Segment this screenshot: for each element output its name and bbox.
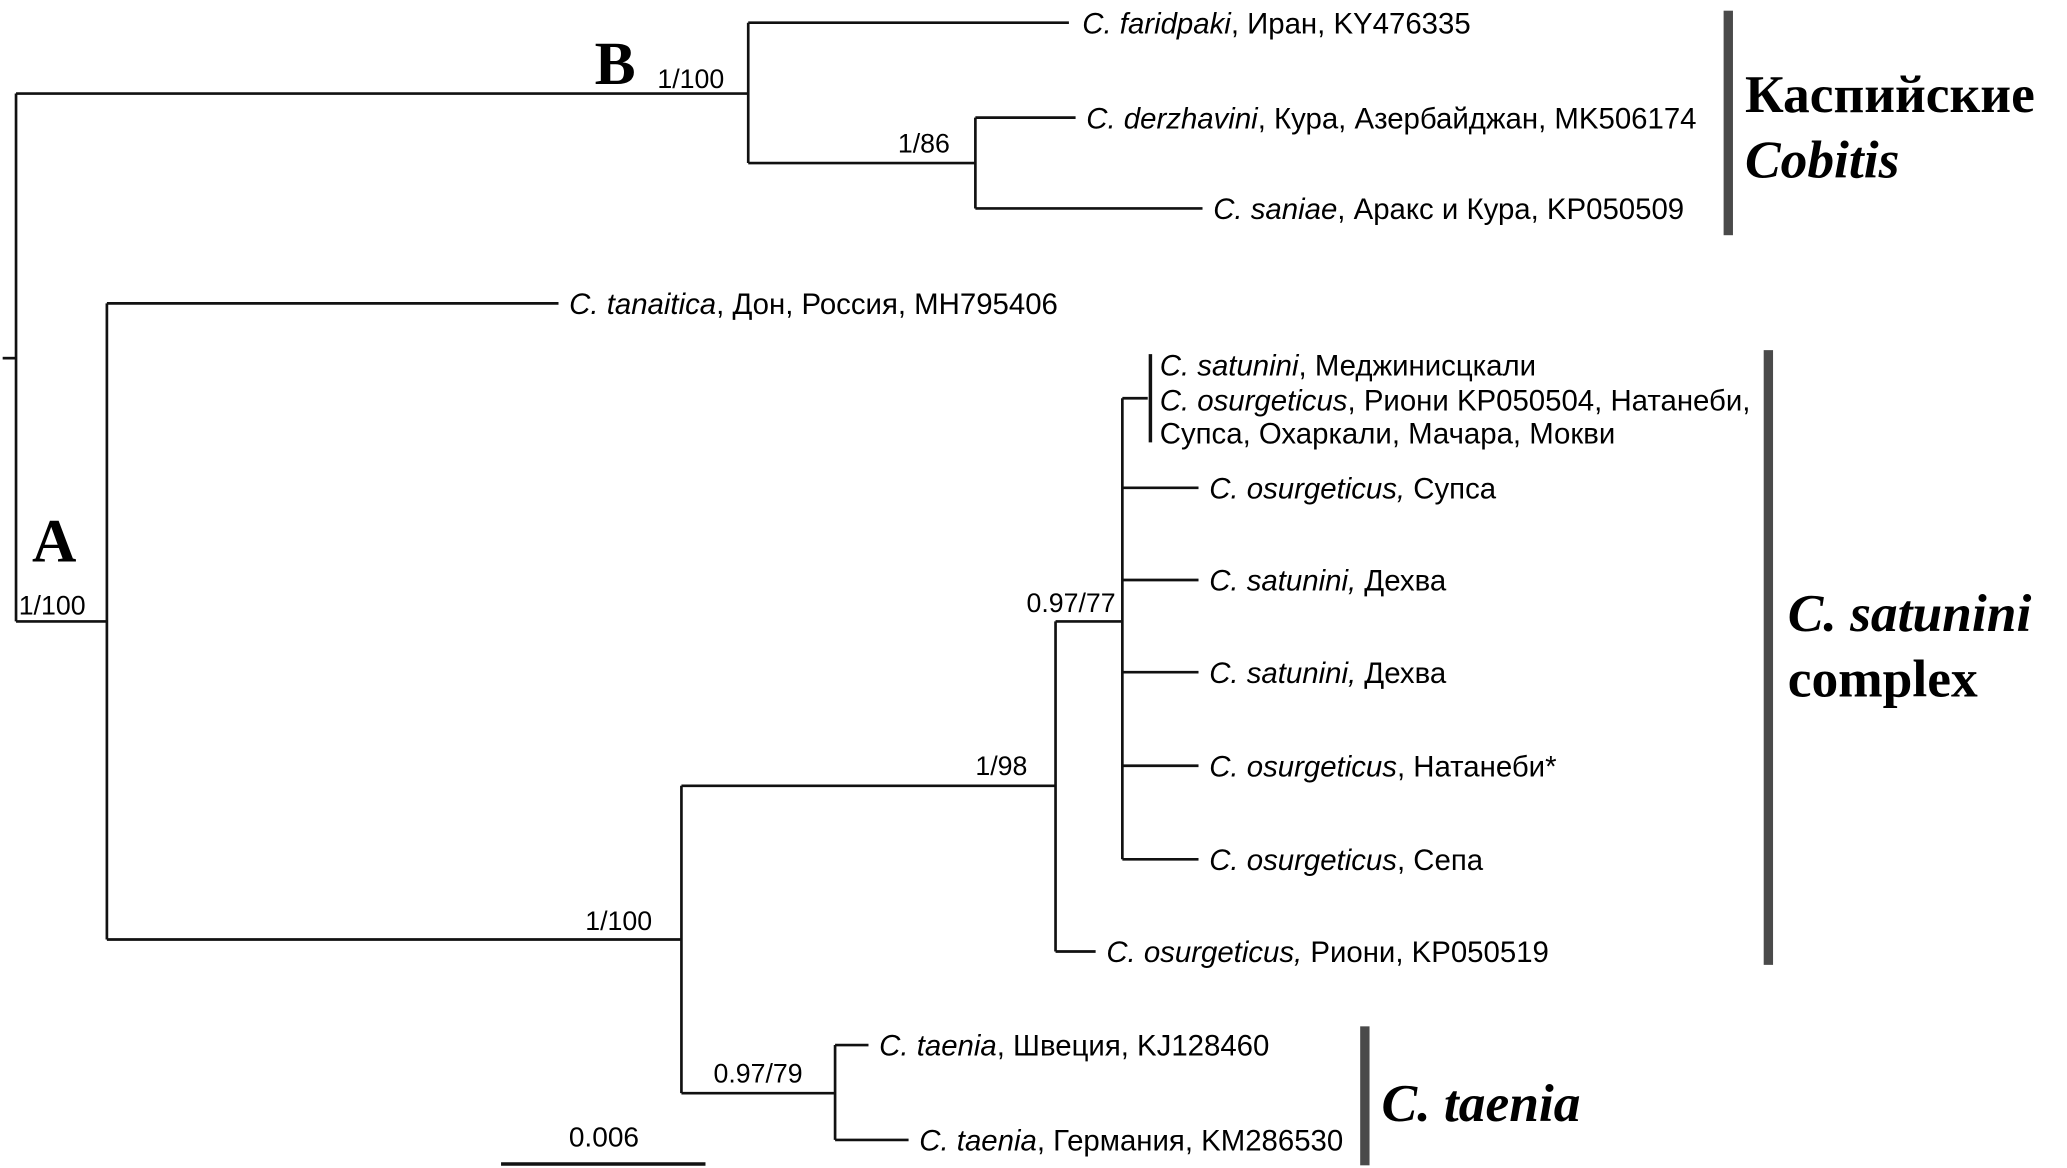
- taxon-collapsed-line1-info: , Меджинисцкали: [1299, 350, 1537, 383]
- taxon-faridpaki-info: , Иран, KY476335: [1231, 7, 1471, 40]
- group-bar-satunini-complex: [1763, 350, 1774, 965]
- support-clade-b: 1/100: [657, 64, 724, 94]
- taxon-taenia-germany-name: C. taenia: [919, 1125, 1037, 1158]
- taxon-derzhavini: C. derzhavini, Кура, Азербайджан, MK5061…: [1086, 102, 1696, 135]
- group-label-caspian-line2: Cobitis: [1745, 130, 1899, 190]
- taxon-osurgeticus-natanebi-info: , Натанеби*: [1397, 750, 1557, 783]
- support-taenia: 0.97/79: [713, 1058, 802, 1088]
- taxon-derzhavini-info: , Кура, Азербайджан, MK506174: [1258, 102, 1697, 135]
- taxon-taenia-sweden: C. taenia, Швеция, KJ128460: [879, 1030, 1269, 1063]
- group-label-satunini-line2: complex: [1788, 648, 1978, 708]
- taxon-osurgeticus-rioni-name: C. osurgeticus,: [1106, 936, 1302, 969]
- taxon-satunini-dekhva-1-name: C. satunini,: [1209, 565, 1356, 598]
- scale-bar-label: 0.006: [569, 1122, 639, 1153]
- clade-b-letter: B: [595, 30, 636, 98]
- taxon-osurgeticus-sepa: C. osurgeticus, Сепа: [1209, 844, 1484, 877]
- taxon-osurgeticus-supsa: C. osurgeticus, Супса: [1209, 472, 1497, 505]
- taxon-osurgeticus-natanebi-name: C. osurgeticus: [1209, 750, 1397, 783]
- group-bar-taenia: [1360, 1026, 1370, 1166]
- group-label-taenia-line1: C. taenia: [1382, 1073, 1581, 1133]
- taxon-saniae-info: , Аракс и Кура, KP050509: [1337, 193, 1684, 226]
- taxon-collapsed-line3-info: Супса, Охаркали, Мачара, Мокви: [1160, 418, 1616, 451]
- taxon-osurgeticus-sepa-name: C. osurgeticus: [1209, 844, 1397, 877]
- taxon-tanaitica-info: , Дон, Россия, MH795406: [716, 288, 1058, 321]
- taxon-osurgeticus-supsa-info: Супса: [1405, 472, 1497, 505]
- taxon-collapsed-line2-info: , Риони KP050504, Натанеби,: [1348, 384, 1751, 417]
- taxon-taenia-germany-info: , Германия, KM286530: [1037, 1125, 1343, 1158]
- taxon-osurgeticus-supsa-name: C. osurgeticus,: [1209, 472, 1405, 505]
- support-b-inner: 1/86: [898, 128, 950, 158]
- taxon-tanaitica-name: C. tanaitica: [569, 288, 716, 321]
- taxon-faridpaki: C. faridpaki, Иран, KY476335: [1082, 7, 1470, 40]
- support-satunini-complex: 1/98: [975, 751, 1027, 781]
- taxon-satunini-dekhva-1: C. satunini, Дехва: [1209, 565, 1447, 598]
- support-clade-a: 1/100: [19, 591, 86, 621]
- taxon-collapsed-line2: C. osurgeticus, Риони KP050504, Натанеби…: [1160, 384, 1751, 417]
- taxon-collapsed-line2-name: C. osurgeticus: [1160, 384, 1348, 417]
- taxon-satunini-dekhva-2-info: Дехва: [1356, 657, 1447, 690]
- taxon-osurgeticus-rioni-info: Риони, KP050519: [1302, 936, 1549, 969]
- taxon-collapsed-line1: C. satunini, Меджинисцкали: [1160, 350, 1536, 383]
- taxon-collapsed-line1-name: C. satunini: [1160, 350, 1300, 383]
- taxon-taenia-sweden-info: , Швеция, KJ128460: [997, 1030, 1270, 1063]
- support-satunini-inner: 0.97/77: [1027, 588, 1116, 618]
- taxon-osurgeticus-sepa-info: , Сепа: [1397, 844, 1484, 877]
- taxon-satunini-dekhva-1-info: Дехва: [1356, 565, 1447, 598]
- taxon-faridpaki-name: C. faridpaki: [1082, 7, 1232, 40]
- group-label-caspian-line1: Каспийские: [1745, 64, 2035, 124]
- taxon-tanaitica: C. tanaitica, Дон, Россия, MH795406: [569, 288, 1058, 321]
- group-bar-caspian: [1723, 10, 1733, 236]
- support-satunini-taenia: 1/100: [585, 906, 652, 936]
- taxon-taenia-sweden-name: C. taenia: [879, 1030, 997, 1063]
- group-label-satunini-line1: C. satunini: [1788, 583, 2032, 643]
- taxon-taenia-germany: C. taenia, Германия, KM286530: [919, 1125, 1343, 1158]
- taxon-saniae-name: C. saniae: [1213, 193, 1337, 226]
- taxon-saniae: C. saniae, Аракс и Кура, KP050509: [1213, 193, 1684, 226]
- taxon-satunini-dekhva-2: C. satunini, Дехва: [1209, 657, 1447, 690]
- taxon-collapsed-line3: Супса, Охаркали, Мачара, Мокви: [1160, 418, 1616, 451]
- taxon-osurgeticus-rioni: C. osurgeticus, Риони, KP050519: [1106, 936, 1549, 969]
- taxon-osurgeticus-natanebi: C. osurgeticus, Натанеби*: [1209, 750, 1556, 783]
- taxon-derzhavini-name: C. derzhavini: [1086, 102, 1259, 135]
- taxon-satunini-dekhva-2-name: C. satunini,: [1209, 657, 1356, 690]
- clade-a-letter: A: [32, 507, 76, 575]
